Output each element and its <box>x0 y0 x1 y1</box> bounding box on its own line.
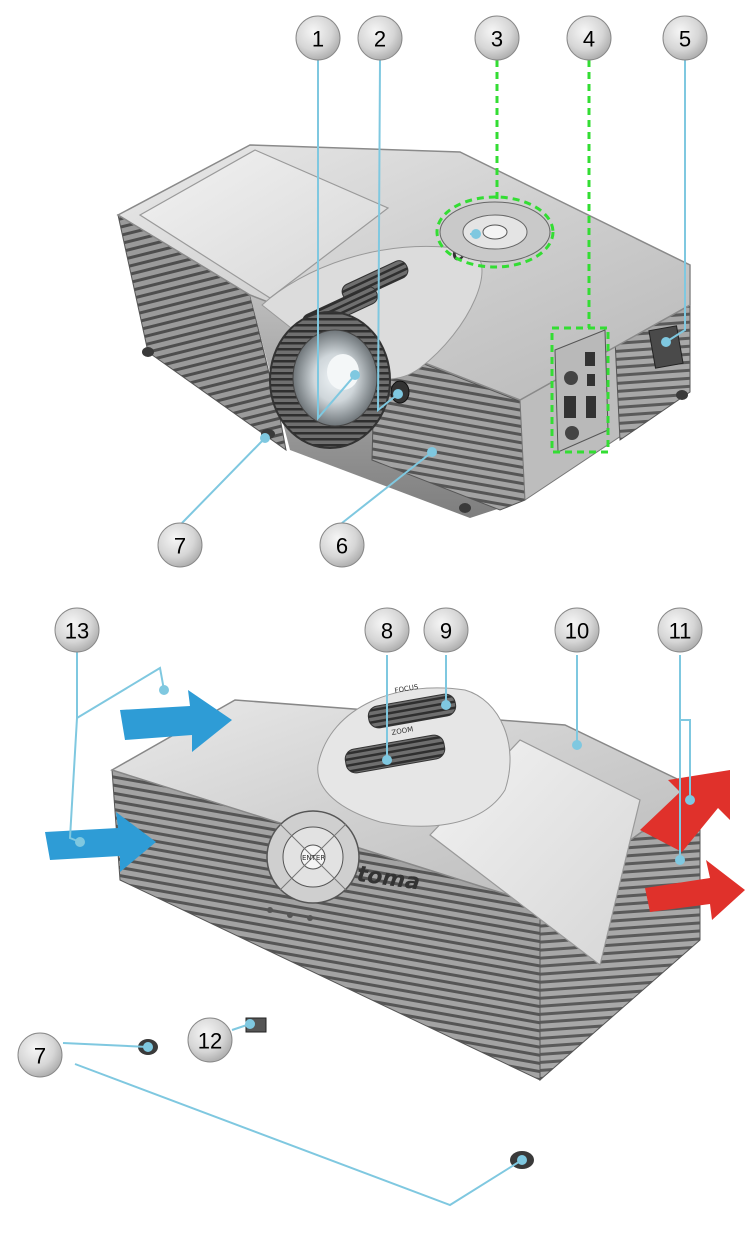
callout-7-bottom: 7 <box>17 1032 63 1078</box>
callout-3: 3 <box>474 15 520 61</box>
svg-text:1: 1 <box>312 27 324 52</box>
svg-text:12: 12 <box>198 1029 222 1054</box>
zoom-label: ZOOM <box>391 725 414 737</box>
callout-5: 5 <box>662 15 708 61</box>
svg-text:10: 10 <box>565 619 589 644</box>
callout-9: 9 <box>423 607 469 653</box>
bottom-leader-lines <box>62 650 691 1207</box>
zoom-ring-lower[interactable] <box>344 733 447 774</box>
keypad-highlight <box>435 195 555 269</box>
svg-text:11: 11 <box>669 619 692 644</box>
callout-1: 1 <box>295 15 341 61</box>
svg-text:2: 2 <box>374 27 386 52</box>
top-leader-dots <box>260 229 671 457</box>
projector-bottom-view: FOCUS ZOOM Optoma ENTER <box>110 683 702 1169</box>
svg-text:3: 3 <box>491 27 503 52</box>
svg-text:9: 9 <box>440 619 452 644</box>
svg-text:6: 6 <box>336 534 348 559</box>
projector-top-view: Optoma <box>116 60 691 518</box>
air-intake-arrows <box>45 690 232 872</box>
callout-11: 11 <box>657 607 703 653</box>
svg-text:7: 7 <box>34 1044 46 1069</box>
bottom-leader-dots <box>75 685 695 1165</box>
callout-2: 2 <box>357 15 403 61</box>
callout-8: 8 <box>364 607 410 653</box>
control-keypad-top[interactable] <box>439 201 551 263</box>
svg-text:5: 5 <box>679 27 691 52</box>
top-leader-lines <box>181 59 686 524</box>
status-leds <box>267 907 313 921</box>
enter-key-label: ENTER <box>302 854 325 862</box>
air-exhaust-arrows <box>640 770 745 920</box>
callout-12: 12 <box>187 1017 233 1063</box>
projection-lens <box>269 311 391 449</box>
control-keypad-lower[interactable]: ENTER <box>266 810 360 904</box>
svg-text:7: 7 <box>174 534 186 559</box>
lamp-cover <box>138 149 390 299</box>
io-connection-panel <box>554 329 609 453</box>
svg-text:4: 4 <box>583 27 595 52</box>
focus-ring-lower[interactable] <box>367 693 457 730</box>
io-panel-highlight <box>550 326 610 454</box>
callout-10: 10 <box>554 607 600 653</box>
svg-text:8: 8 <box>381 619 393 644</box>
svg-text:13: 13 <box>65 619 89 644</box>
callout-13: 13 <box>54 607 100 653</box>
callout-6: 6 <box>319 522 365 568</box>
callout-4: 4 <box>566 15 612 61</box>
callout-7-top: 7 <box>157 522 203 568</box>
